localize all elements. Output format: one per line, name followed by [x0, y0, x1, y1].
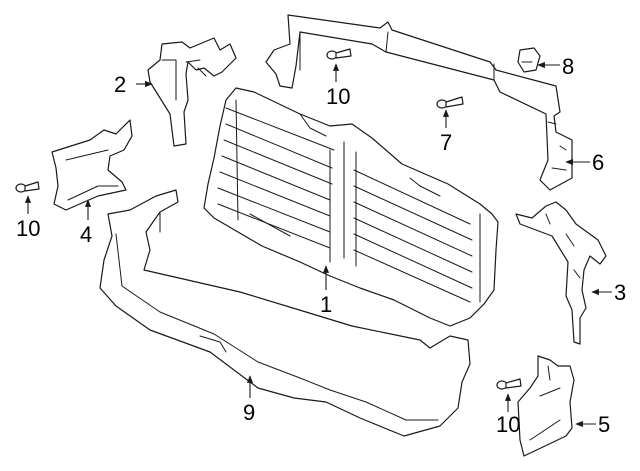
callout-2: 2 [114, 72, 126, 97]
callout-1: 1 [320, 292, 332, 317]
grille-shutter-part-1 [203, 87, 499, 327]
left-bracket-part-2 [147, 37, 237, 147]
air-deflector-part-9 [99, 189, 471, 437]
callout-10-right: 10 [496, 412, 520, 437]
fastener-10-top [326, 48, 352, 60]
fastener-10-left [15, 181, 40, 193]
upper-bracket-part-6 [265, 14, 573, 191]
callout-4: 4 [80, 222, 92, 247]
right-air-guide-part-5 [517, 355, 575, 457]
callout-10-top: 10 [326, 84, 350, 109]
clip-part-8 [517, 47, 541, 73]
fastener-7 [436, 96, 464, 109]
leader-lines [24, 61, 612, 428]
callout-8: 8 [562, 54, 574, 79]
callout-7: 7 [440, 130, 452, 155]
left-air-guide-part-4 [51, 119, 133, 211]
right-bracket-part-3 [515, 201, 607, 345]
callout-10-left: 10 [16, 216, 40, 241]
callout-3: 3 [614, 280, 626, 305]
callout-5: 5 [598, 412, 610, 437]
callout-6: 6 [592, 150, 604, 175]
callout-9: 9 [243, 400, 255, 425]
fastener-10-right [496, 378, 522, 390]
